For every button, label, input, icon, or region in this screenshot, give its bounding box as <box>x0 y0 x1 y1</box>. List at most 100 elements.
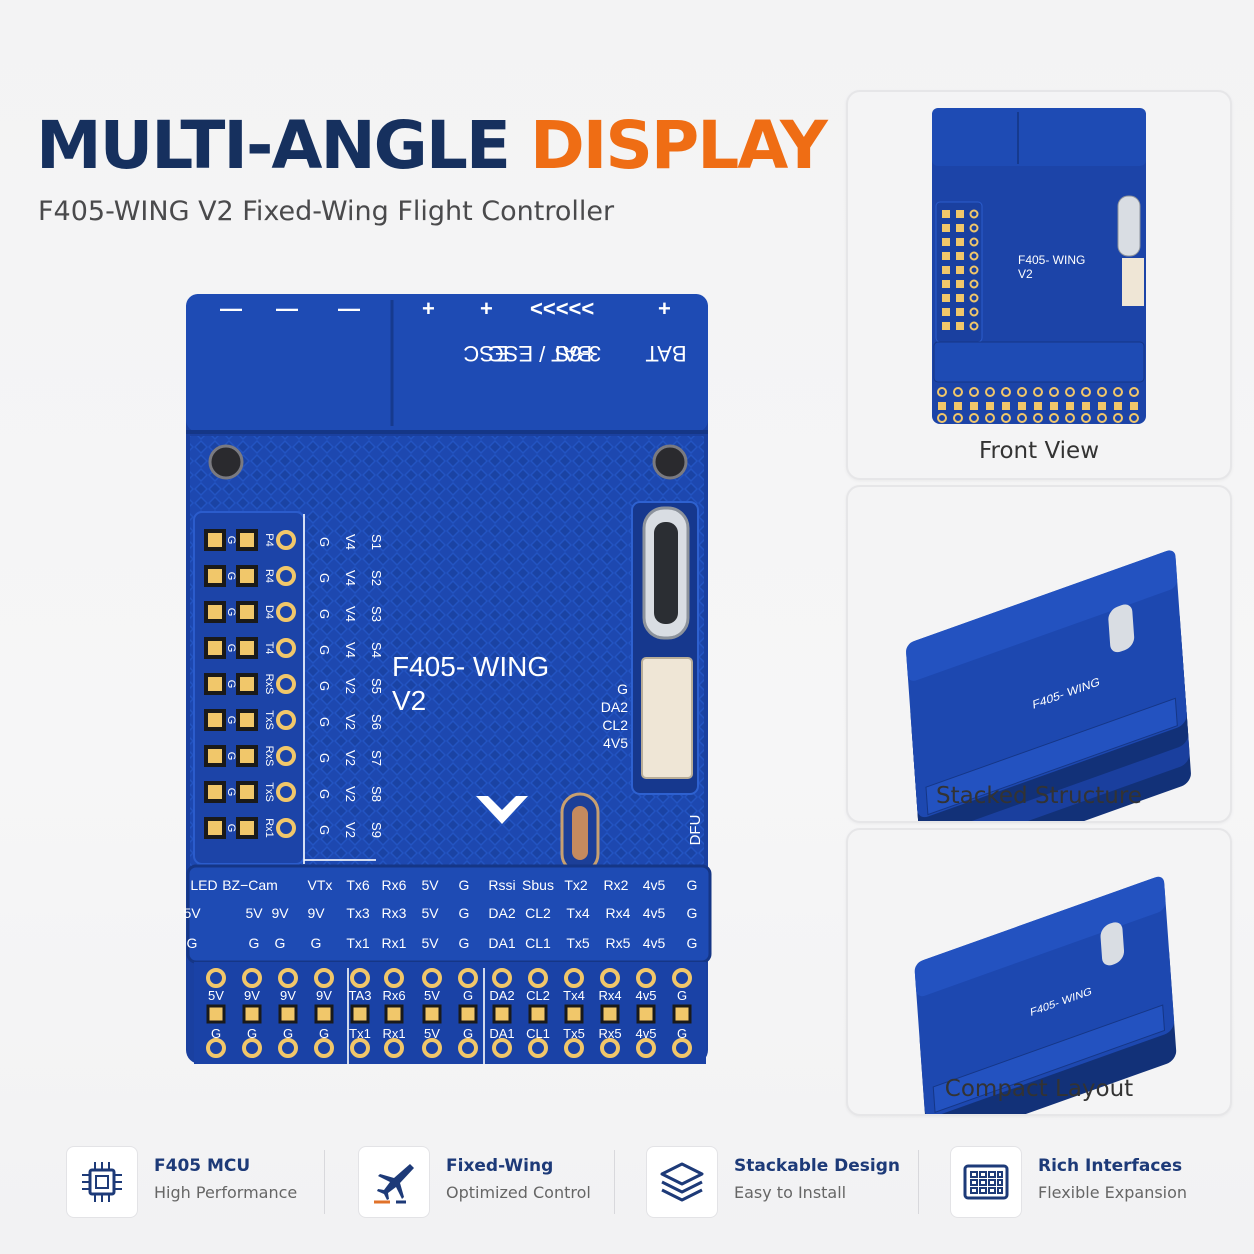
bottom-pin-label: 5V <box>183 905 201 921</box>
servo-pin-label: S9 <box>369 822 384 838</box>
bottom-pin-label: LED <box>190 877 217 893</box>
title-part-2: DISPLAY <box>529 107 828 184</box>
plane-icon <box>374 1164 414 1204</box>
header-pin-label: Rx5 <box>598 1026 621 1041</box>
top-mark-minus-2: — <box>276 296 298 321</box>
feature-subtitle: Easy to Install <box>734 1183 847 1202</box>
bottom-pin-label: Sbus <box>522 877 554 893</box>
top-label-bat: BAT <box>645 341 686 366</box>
board-name-line1: F405- WING <box>392 651 549 682</box>
i2c-label-4v5: 4V5 <box>603 735 628 751</box>
servo-pin-label: G <box>317 717 332 727</box>
servo-pin-label: V2 <box>343 786 358 802</box>
board-name-line2: V2 <box>392 685 426 716</box>
main-board-image: F405- WING V2 BAT / ESC ESC 3-6S BAT — —… <box>183 294 712 1064</box>
servo-pin-label: V2 <box>343 750 358 766</box>
bottom-pin-label: G <box>687 905 698 921</box>
bottom-pin-label: 4v5 <box>643 905 666 921</box>
chip-icon <box>82 1162 122 1202</box>
left-pad-label: G <box>225 788 237 797</box>
left-pad-label: TxS <box>263 710 275 730</box>
front-view-card: F405- WING V2 Front View <box>846 90 1232 480</box>
servo-pin-label: G <box>317 645 332 655</box>
header-pin-label: G <box>319 1026 329 1041</box>
feature-subtitle: Flexible Expansion <box>1038 1183 1188 1202</box>
header-pin-label: 5V <box>424 1026 440 1041</box>
servo-pin-label: S2 <box>369 570 384 586</box>
servo-pin-label: S5 <box>369 678 384 694</box>
header-pin-label: DA1 <box>489 1026 514 1041</box>
left-pad-label: G <box>225 824 237 833</box>
feature-strip: F405 MCU High Performance Fixed-Wing Opt… <box>66 1146 1216 1218</box>
dfu-label: DFU <box>687 815 704 846</box>
header-pin-label: Rx1 <box>382 1026 405 1041</box>
header-pin-label: TA3 <box>349 988 372 1003</box>
servo-pin-label: V4 <box>343 570 358 586</box>
top-mark-minus-1: — <box>220 296 242 321</box>
header-pin-label: Rx4 <box>598 988 621 1003</box>
servo-pin-label: G <box>317 573 332 583</box>
servo-pin-label: S6 <box>369 714 384 730</box>
bottom-pin-label: DA2 <box>488 905 515 921</box>
bottom-pin-label: VTx <box>308 877 333 893</box>
bottom-pin-label: CL1 <box>525 935 551 951</box>
feature-title: Fixed-Wing <box>446 1156 554 1176</box>
bottom-pin-label: 5V <box>421 877 439 893</box>
bottom-pin-label: Tx4 <box>566 905 590 921</box>
servo-pin-label: S8 <box>369 786 384 802</box>
top-mark-plus-2: + <box>480 296 493 321</box>
servo-pin-label: G <box>317 789 332 799</box>
header-pin-label: DA2 <box>489 988 514 1003</box>
header-pin-label: G <box>247 1026 257 1041</box>
servo-pin-label: G <box>317 825 332 835</box>
header-pin-label: 9V <box>316 988 332 1003</box>
compact-layout-image: F405- WING <box>914 876 1177 1114</box>
front-view-label: Front View <box>978 438 1100 464</box>
header-pin-label: Rx6 <box>382 988 405 1003</box>
compact-layout-card: F405- WING Compact Layout <box>846 828 1232 1116</box>
bottom-pin-label: Rx3 <box>382 905 407 921</box>
bottom-pin-label: Rx5 <box>606 935 631 951</box>
bottom-pin-label: Rx4 <box>606 905 631 921</box>
bottom-pin-label: 9V <box>307 905 325 921</box>
header-pin-label: G <box>677 988 687 1003</box>
servo-pin-label: V4 <box>343 534 358 550</box>
bottom-pin-label: 4v5 <box>643 877 666 893</box>
servo-pin-label: G <box>317 537 332 547</box>
i2c-label-da2: DA2 <box>601 699 628 715</box>
left-pad-label: RxS <box>263 746 275 767</box>
bottom-pin-label: 4v5 <box>643 935 666 951</box>
header-pin-label: Tx1 <box>349 1026 371 1041</box>
left-pad-label: G <box>225 572 237 581</box>
bottom-pin-label: G <box>249 935 260 951</box>
servo-pin-label: V2 <box>343 714 358 730</box>
servo-pin-label: V4 <box>343 642 358 658</box>
bottom-pin-label: BZ−Cam <box>222 877 278 893</box>
top-label-esc: ESC <box>463 341 508 366</box>
bottom-pin-label: G <box>459 905 470 921</box>
title-part-1: MULTI-ANGLE <box>36 107 511 184</box>
bottom-pin-label: Rx2 <box>604 877 629 893</box>
top-label-voltage: 3-6S <box>555 341 601 366</box>
servo-pin-label: G <box>317 681 332 691</box>
bottom-pin-label: G <box>187 935 198 951</box>
left-pad-label: Rx1 <box>263 818 275 838</box>
page-subtitle: F405-WING V2 Fixed-Wing Flight Controlle… <box>38 196 615 227</box>
header-pin-label: G <box>677 1026 687 1041</box>
feature-divider <box>614 1150 615 1214</box>
header-pin-label: G <box>463 1026 473 1041</box>
header-pin-label: G <box>283 1026 293 1041</box>
bottom-pin-label: 5V <box>421 905 439 921</box>
feature-subtitle: Optimized Control <box>446 1183 591 1202</box>
feature-divider <box>918 1150 919 1214</box>
bottom-pin-label: DA1 <box>488 935 515 951</box>
header-pin-label: 4v5 <box>636 988 657 1003</box>
servo-pin-label: V2 <box>343 678 358 694</box>
left-pad-label: G <box>225 680 237 689</box>
left-pad-label: G <box>225 608 237 617</box>
feature-divider <box>324 1150 325 1214</box>
left-pad-label: G <box>225 644 237 653</box>
compact-layout-label: Compact Layout <box>944 1076 1134 1102</box>
bottom-pin-label: 5V <box>245 905 263 921</box>
bottom-pin-label: G <box>687 877 698 893</box>
